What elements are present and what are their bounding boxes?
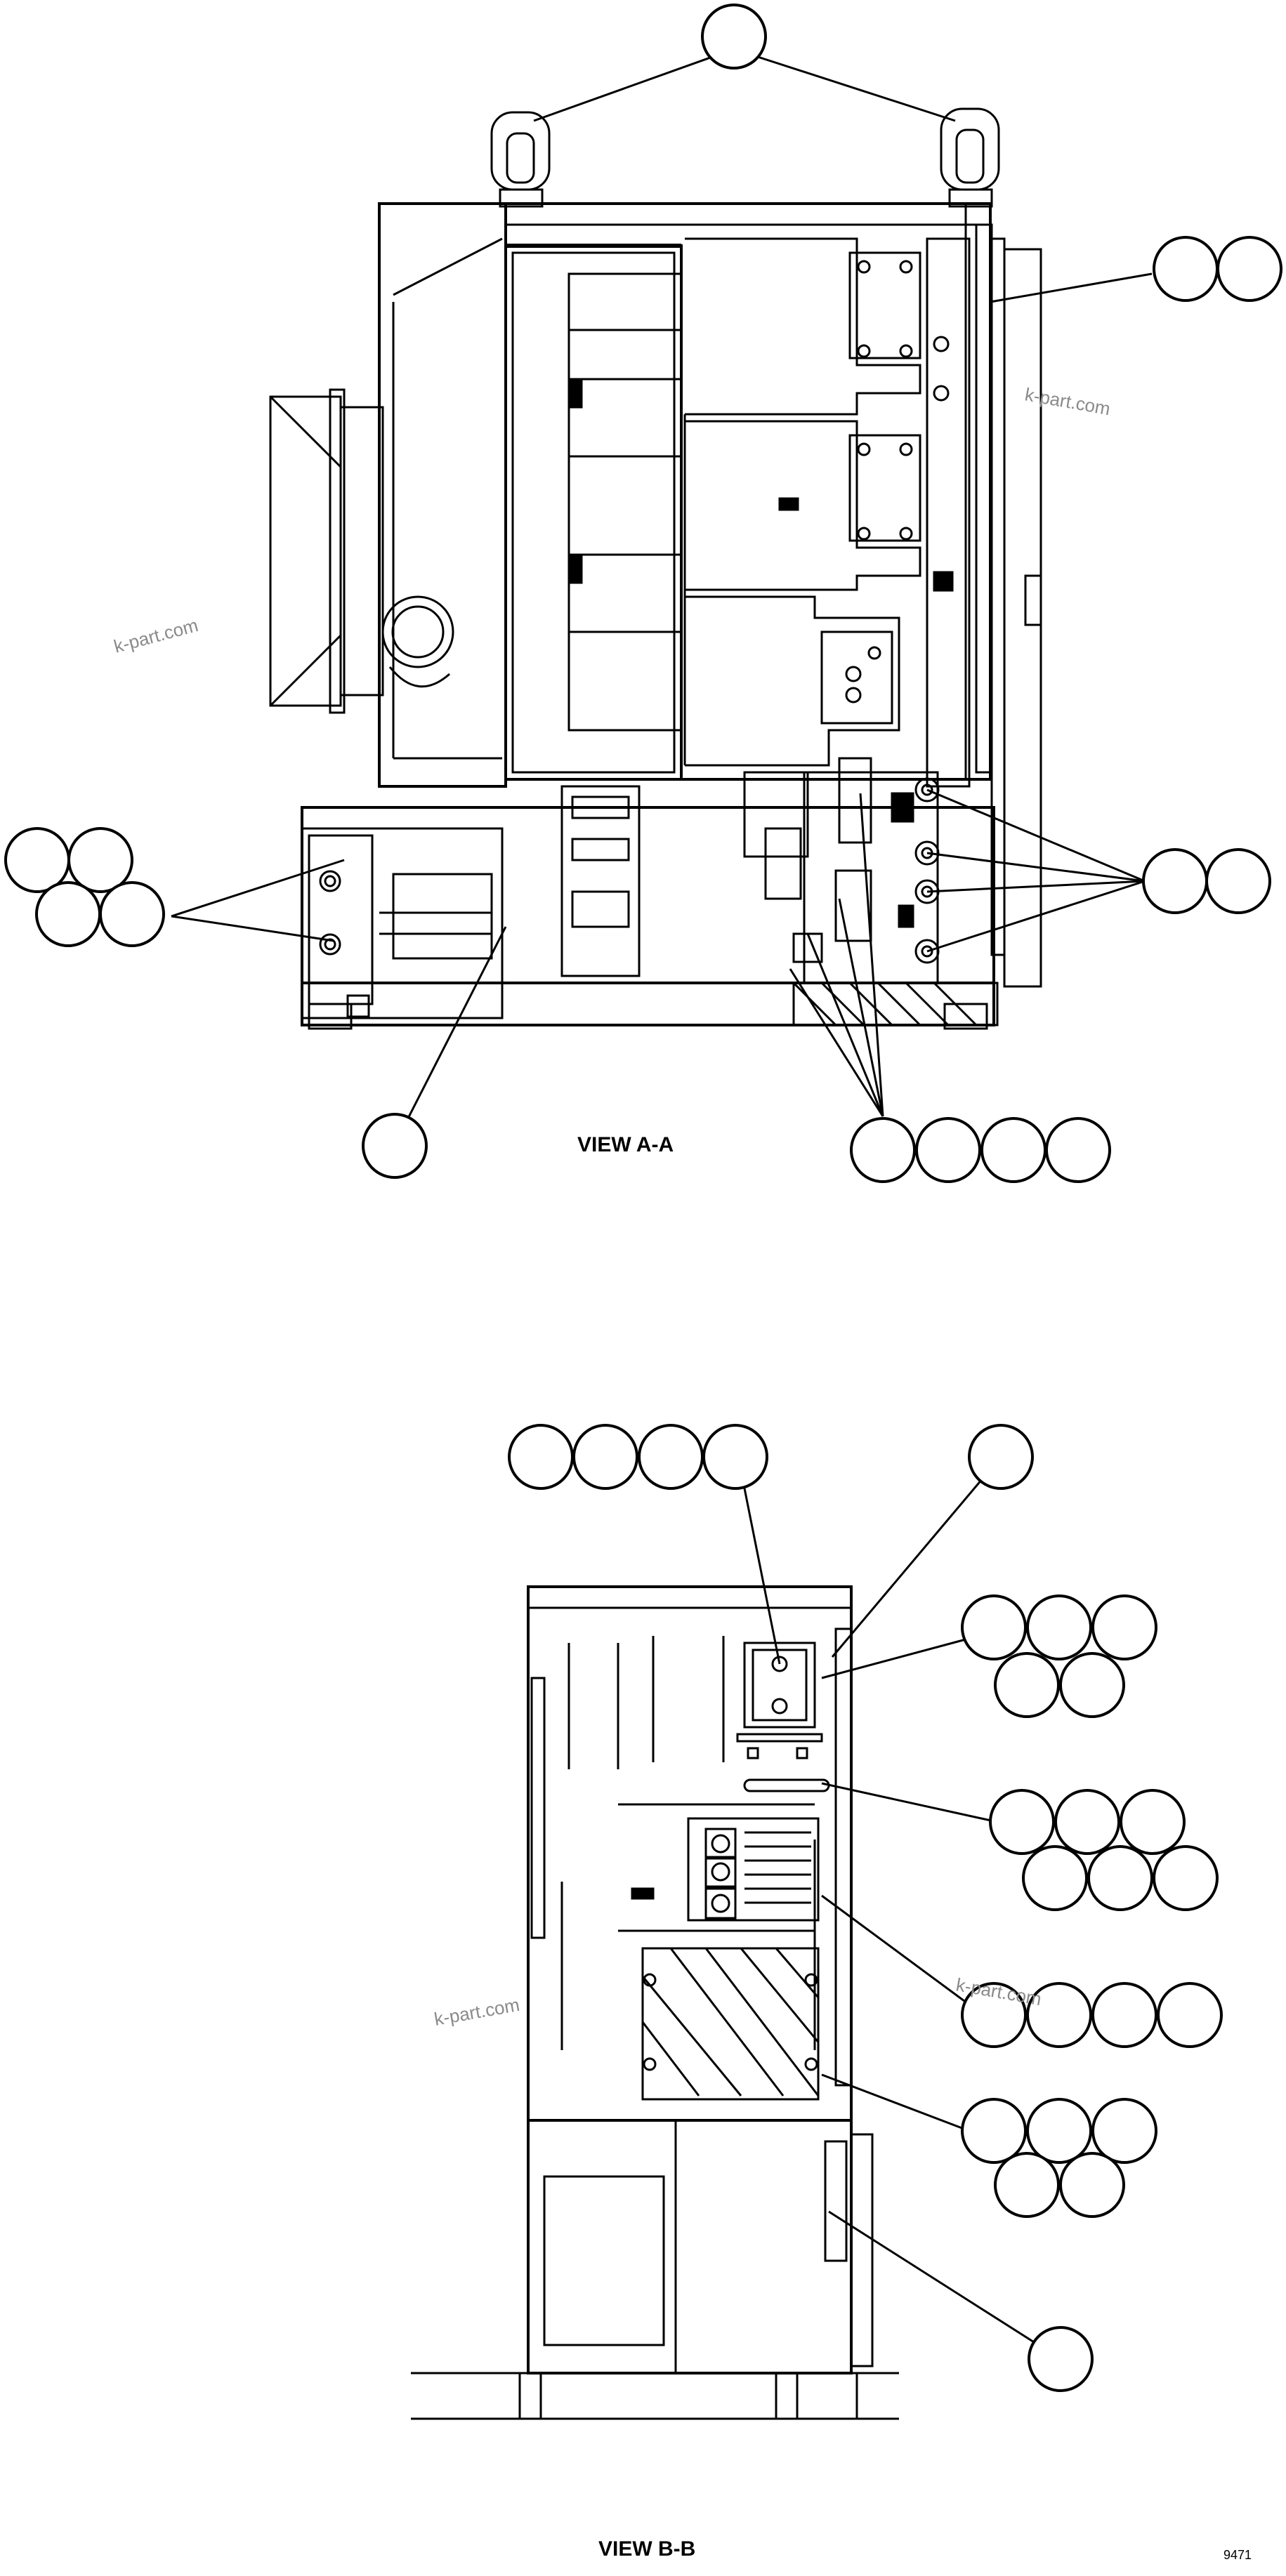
module-middle: [685, 420, 921, 591]
lifting-eye-left: [490, 111, 551, 208]
cabinet-lower: [527, 2119, 853, 2374]
view-a-label: VIEW A-A: [577, 1133, 674, 1156]
skid: [301, 982, 995, 1026]
watermark-2: k-part.com: [112, 614, 200, 657]
hatched-access-plate: [641, 1947, 820, 2101]
filter-cabinet: [504, 244, 683, 781]
view-a-drawing: [269, 107, 1042, 1030]
view-a-callouts: [4, 4, 1282, 1183]
module-lower: [685, 595, 900, 767]
watermarks: k-part.com k-part.com k-part.com k-part.…: [112, 383, 1112, 2030]
view-b-leaders: [740, 1456, 1061, 2360]
view-b-drawing: [411, 1585, 899, 2420]
lifting-eye-right: [940, 107, 1000, 208]
view-b-callouts: [508, 1424, 1223, 2392]
top-panel: [743, 1642, 816, 1729]
main-frame: [504, 202, 992, 781]
view-a-leaders: [171, 48, 1153, 1145]
watermark-1: k-part.com: [1023, 383, 1112, 419]
duct-opening: [381, 595, 454, 668]
base-section: [301, 806, 995, 1026]
module-upper: [685, 237, 921, 416]
view-b-label: VIEW B-B: [598, 2537, 695, 2561]
connector-panel: [687, 1817, 820, 1922]
air-hood: [378, 202, 507, 788]
watermark-3: k-part.com: [433, 1994, 521, 2030]
cabinet-upper: [527, 1585, 853, 2122]
sheet-code: 9471: [1223, 2548, 1252, 2562]
center-column: [560, 785, 641, 977]
